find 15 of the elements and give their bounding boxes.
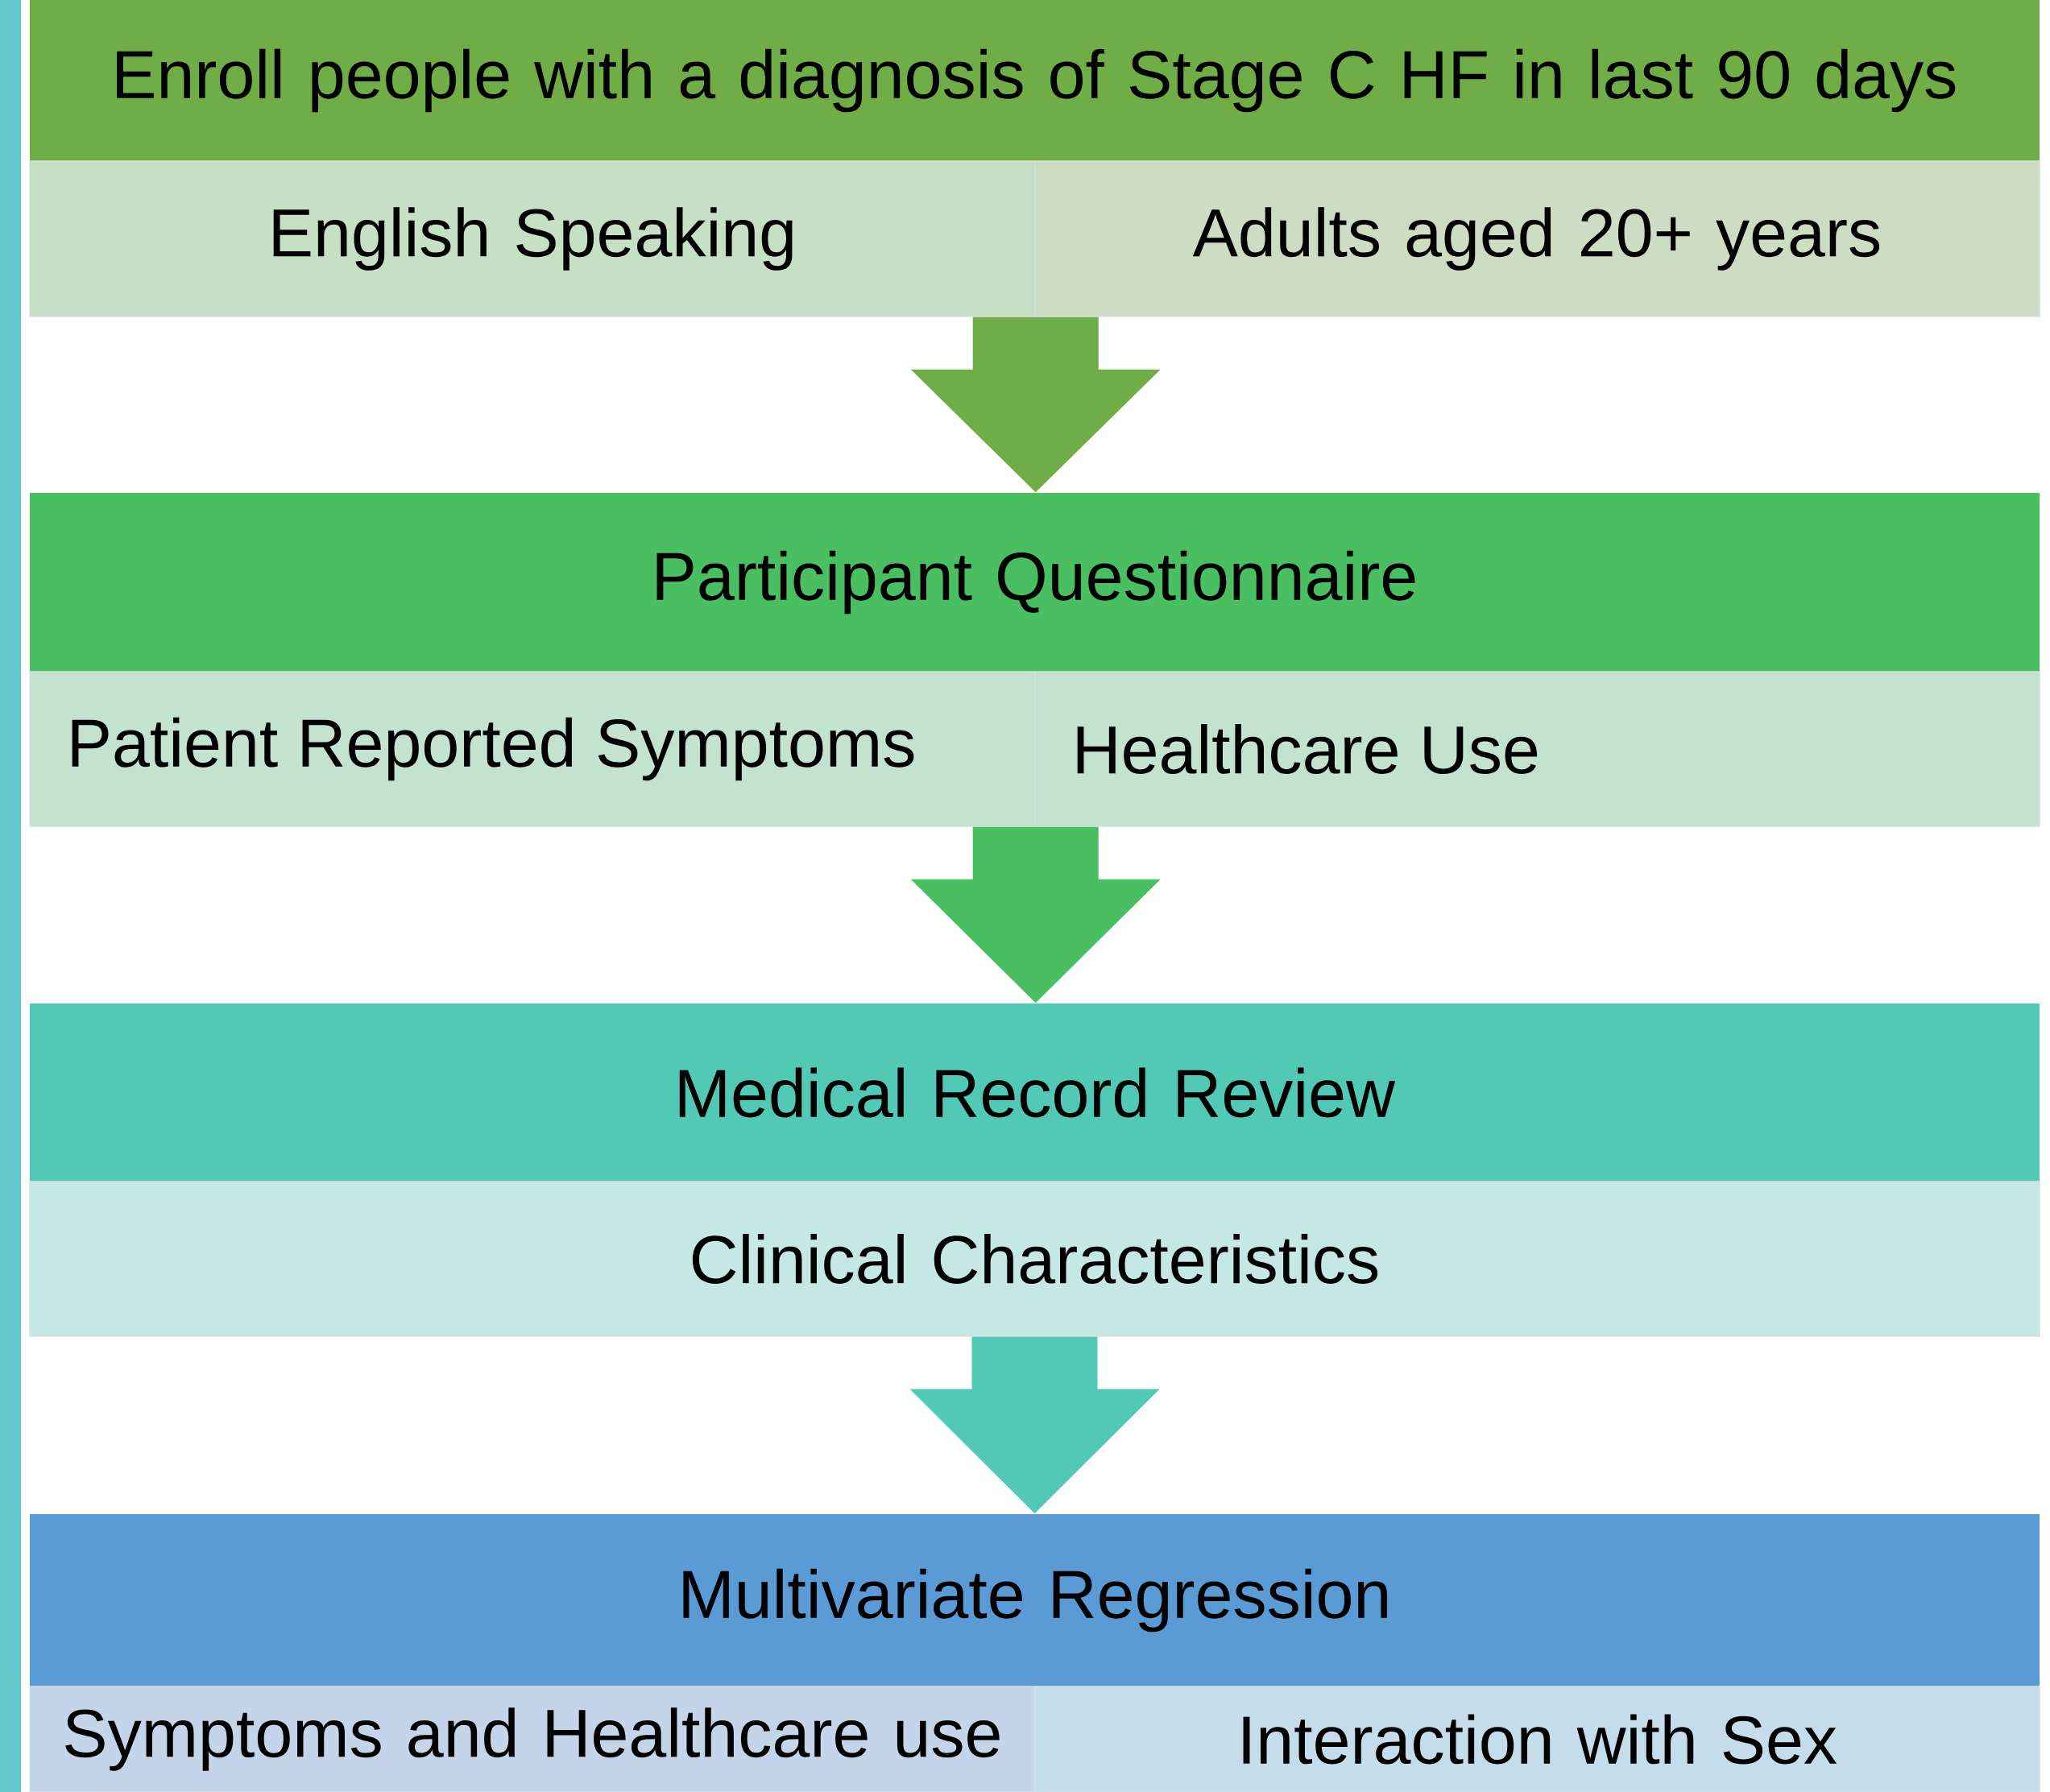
- header-band: Medical Record Review: [30, 1004, 2040, 1182]
- analysis-box: Interaction with Sex: [1034, 1686, 2040, 1792]
- block-arrow: [910, 826, 1161, 1004]
- criteria-box: English Speaking: [29, 160, 1036, 317]
- criteria-box: Adults aged 20+ years: [1034, 160, 2040, 317]
- side-bar: [0, 0, 21, 1792]
- block-arrow: [909, 1336, 1160, 1514]
- data-box: Patient Reported Symptoms: [29, 671, 1036, 827]
- data-box: Clinical Characteristics: [29, 1181, 2040, 1337]
- block-arrow: [910, 317, 1161, 493]
- header-band: Enroll people with a diagnosis of Stage C HF in last 90 days: [30, 0, 2040, 161]
- header-band: Multivariate Regression: [30, 1514, 2040, 1687]
- header-band: Participant Questionnaire: [30, 493, 2040, 673]
- data-box: Healthcare Use: [1034, 671, 2040, 827]
- analysis-box: Symptoms and Healthcare use: [29, 1686, 1036, 1792]
